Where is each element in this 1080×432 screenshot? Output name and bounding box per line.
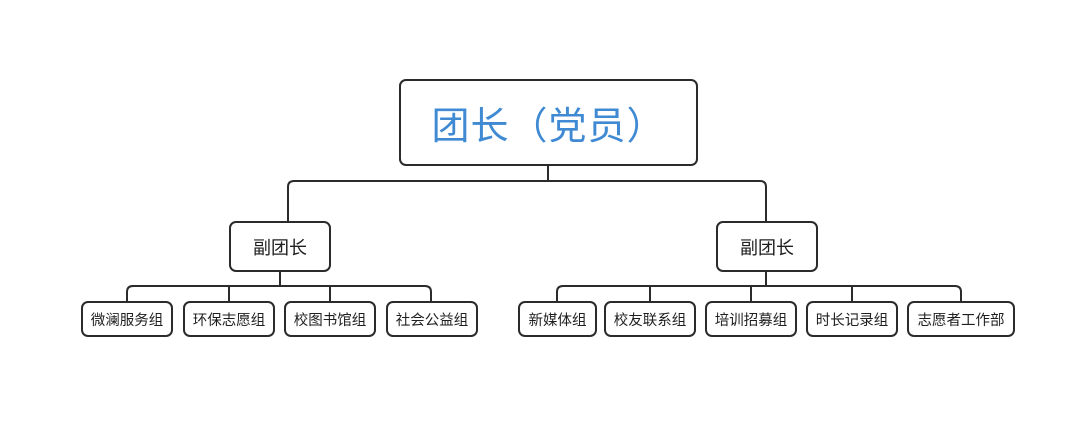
connector-root-bus [287,180,767,197]
group-label: 校友联系组 [613,312,687,329]
root-node: 团长（党员） [399,79,698,166]
group-label: 微澜服务组 [90,312,164,329]
group-node: 志愿者工作部 [907,301,1015,337]
group-node: 培训招募组 [705,301,797,337]
connector-right-bus [556,285,962,301]
group-node: 校图书馆组 [284,301,376,337]
vice-label-left: 副团长 [253,237,307,259]
vice-node-right: 副团长 [716,221,818,272]
group-node: 新媒体组 [518,301,597,337]
group-label: 社会公益组 [395,312,469,329]
group-label: 校图书馆组 [293,312,367,329]
group-label: 新媒体组 [528,312,587,329]
group-label: 志愿者工作部 [917,312,1005,329]
connector-left-bus [126,285,432,301]
group-node: 环保志愿组 [183,301,275,337]
vice-node-left: 副团长 [229,221,331,272]
group-node: 校友联系组 [604,301,696,337]
group-label: 时长记录组 [815,312,889,329]
group-label: 环保志愿组 [192,312,266,329]
group-node: 社会公益组 [386,301,478,337]
root-label: 团长（党员） [431,104,666,148]
vice-label-right: 副团长 [740,237,794,259]
group-label: 培训招募组 [714,312,788,329]
group-node: 时长记录组 [806,301,898,337]
group-node: 微澜服务组 [81,301,173,337]
